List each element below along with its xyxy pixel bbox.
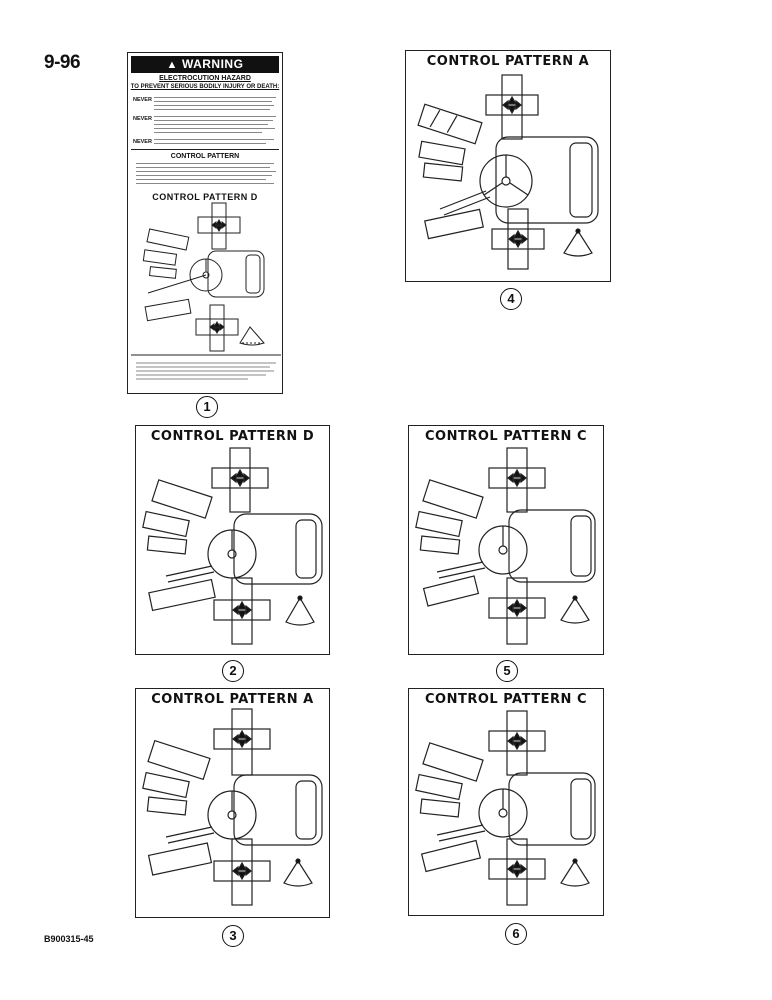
document-code: B900315-45 (44, 934, 94, 944)
decal-pattern-a-bottom: CONTROL PATTERN A (135, 688, 330, 918)
page-number: 9-96 (44, 52, 81, 73)
warning-pattern-diagram (131, 202, 281, 380)
warning-pattern-title: CONTROL PATTERN D (152, 192, 258, 202)
control-pattern-heading: CONTROL PATTERN (170, 153, 240, 160)
decal-title: CONTROL PATTERN C (425, 692, 587, 707)
decal-pattern-d: CONTROL PATTERN D (135, 425, 330, 655)
decal-title: CONTROL PATTERN A (151, 692, 314, 707)
callout-2: 2 (222, 660, 244, 682)
callout-1: 1 (196, 396, 218, 418)
decal-title: CONTROL PATTERN C (425, 429, 587, 444)
control-pattern-diagram (142, 708, 323, 906)
control-pattern-diagram (415, 710, 596, 906)
warning-decal: ▲WARNING ELECTROCUTION HAZARD TO PREVENT… (127, 52, 283, 394)
callout-6: 6 (505, 923, 527, 945)
callout-5: 5 (496, 660, 518, 682)
never-label-1: NEVER (133, 97, 152, 103)
hazard-subtitle: TO PREVENT SERIOUS BODILY INJURY OR DEAT… (130, 84, 280, 90)
warning-header: ▲WARNING (131, 56, 279, 73)
warning-triangle-icon: ▲ (166, 59, 178, 71)
decal-title: CONTROL PATTERN A (426, 54, 590, 69)
decal-pattern-a-top: CONTROL PATTERN A (405, 50, 611, 282)
never-label-3: NEVER (133, 139, 152, 145)
control-pattern-diagram (415, 447, 596, 645)
callout-3: 3 (222, 925, 244, 947)
warning-header-text: WARNING (181, 57, 244, 71)
decal-pattern-c-bottom: CONTROL PATTERN C (408, 688, 604, 916)
decal-title: CONTROL PATTERN D (150, 429, 315, 444)
control-pattern-diagram (417, 74, 599, 270)
decal-pattern-c-middle: CONTROL PATTERN C (408, 425, 604, 655)
never-label-2: NEVER (133, 116, 152, 122)
control-pattern-diagram (142, 447, 323, 645)
callout-4: 4 (500, 288, 522, 310)
hazard-title: ELECTROCUTION HAZARD (159, 75, 251, 82)
